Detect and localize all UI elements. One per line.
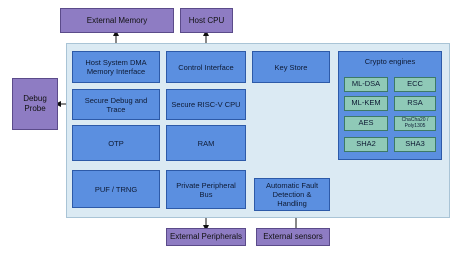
secure-debug-label: Secure Debug and Trace (84, 95, 148, 114)
ram-label: RAM (197, 138, 215, 148)
crypto-engine-ml-kem: ML-KEM (344, 96, 388, 111)
external-sensors-label: External sensors (263, 232, 323, 242)
crypto-engine-label: AES (358, 118, 374, 128)
crypto-engine-label: ECC (407, 79, 423, 89)
external-sensors-box: External sensors (256, 228, 330, 246)
external-peripherals-label: External Peripherals (169, 232, 243, 242)
riscv-cpu-label: Secure RISC-V CPU (171, 100, 241, 109)
external-peripherals-box: External Peripherals (166, 228, 246, 246)
key-store-block: Key Store (252, 51, 330, 83)
fault-detection-block: Automatic Fault Detection & Handling (254, 178, 330, 211)
external-memory-label: External Memory (86, 15, 148, 25)
dma-interface-label: Host System DMA Memory Interface (85, 58, 147, 76)
debug-probe-box: Debug Probe (12, 78, 58, 130)
crypto-engine-aes: AES (344, 116, 388, 131)
control-interface-label: Control Interface (178, 62, 234, 72)
external-memory-box: External Memory (60, 8, 174, 33)
crypto-engine-sha2: SHA2 (344, 137, 388, 152)
crypto-engine-label: SHA2 (356, 139, 376, 149)
puf-trng-block: PUF / TRNG (72, 170, 160, 208)
crypto-engine-ml-dsa: ML-DSA (344, 77, 388, 92)
dma-interface-block: Host System DMA Memory Interface (72, 51, 160, 83)
host-cpu-label: Host CPU (188, 15, 225, 25)
peripheral-bus-label: Private Peripheral Bus (176, 180, 236, 199)
puf-trng-label: PUF / TRNG (94, 184, 138, 194)
crypto-engine-label: SHA3 (405, 139, 425, 149)
peripheral-bus-block: Private Peripheral Bus (166, 170, 246, 209)
ram-block: RAM (166, 125, 246, 161)
key-store-label: Key Store (274, 62, 308, 72)
otp-label: OTP (108, 138, 124, 148)
crypto-engine-chacha20-poly1305: ChaCha20 / Poly1305 (394, 116, 436, 131)
riscv-cpu-block: Secure RISC-V CPU (166, 89, 246, 120)
secure-debug-block: Secure Debug and Trace (72, 89, 160, 120)
crypto-engine-label: RSA (407, 98, 423, 108)
crypto-engine-label: ML-DSA (351, 79, 381, 89)
crypto-engine-sha3: SHA3 (394, 137, 436, 152)
host-cpu-box: Host CPU (180, 8, 233, 33)
debug-probe-label: Debug Probe (23, 94, 47, 113)
crypto-engine-ecc: ECC (394, 77, 436, 92)
otp-block: OTP (72, 125, 160, 161)
crypto-engine-label: ML-KEM (351, 98, 381, 108)
crypto-engines-title: Crypto engines (364, 57, 416, 66)
crypto-engine-label: ChaCha20 / Poly1305 (401, 117, 429, 129)
crypto-engine-rsa: RSA (394, 96, 436, 111)
control-interface-block: Control Interface (166, 51, 246, 83)
fault-detection-label: Automatic Fault Detection & Handling (265, 181, 319, 208)
